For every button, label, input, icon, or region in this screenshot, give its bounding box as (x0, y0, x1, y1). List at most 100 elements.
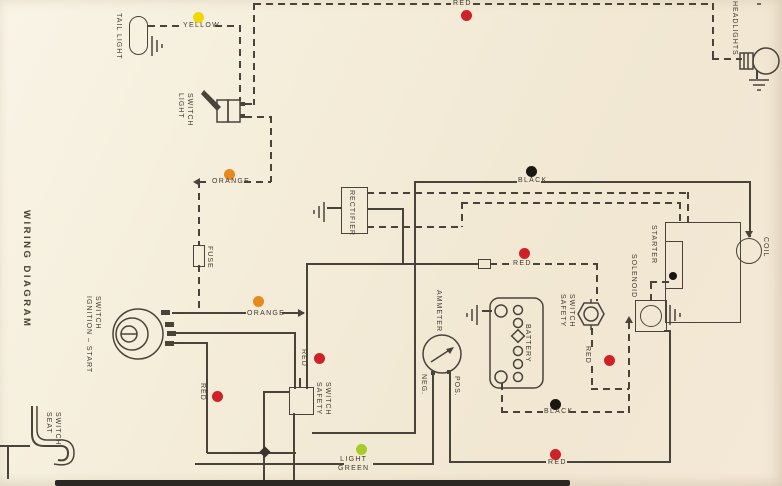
label-ammeter: AMMETER (435, 290, 442, 332)
wire-yellow-2 (215, 25, 240, 27)
wire-solenoid-starter-dash-h (650, 281, 672, 283)
label-solenoid: SOLENOID (630, 254, 637, 299)
headlight-symbol (739, 47, 780, 75)
wire-fuse-lower (198, 265, 200, 313)
coil-symbol (736, 238, 762, 264)
wire-ignition-red (172, 342, 208, 344)
wire-red-top-2 (473, 3, 714, 5)
wire-safety-right-drop-2 (591, 366, 593, 390)
wire-headlight-ground-link (756, 70, 758, 79)
wire-safety-left-link (263, 391, 290, 393)
rectifier-box (341, 187, 368, 234)
label-red-wire-left: RED (199, 383, 206, 401)
label-ignition-switch: IGNITION – START SWITCH (85, 296, 101, 374)
wire-coil-black-1 (415, 181, 517, 183)
ground-icon (466, 305, 478, 325)
label-neg: NEG. (420, 374, 427, 396)
wire-yellow-1 (148, 25, 183, 27)
wire-dash-upper-run (461, 202, 680, 204)
wire-battery-ground-link (482, 310, 492, 312)
wire-solenoid-link (664, 330, 670, 332)
wire-starter-dash-1 (687, 192, 689, 223)
label-fuse: FUSE (206, 246, 213, 269)
arrowhead-orange (298, 309, 305, 317)
label-yellow-wire: YELLOW (183, 22, 220, 29)
black-wire-dot (526, 166, 537, 177)
wire-ignition-orange-2 (282, 312, 304, 314)
wire-rectifier-ground-link (327, 207, 342, 209)
fuse-box (193, 245, 205, 267)
solenoid-box (635, 300, 667, 332)
solenoid-coil-circle (640, 305, 662, 327)
red-wire-dot (550, 449, 561, 460)
label-red-wire-bottom: RED (548, 459, 567, 466)
wire-ignition-mid-drop (294, 332, 296, 389)
wire-rectifier-bottom-dash (367, 226, 462, 228)
light-switch-symbol (201, 90, 245, 123)
wire-neg-drop (432, 374, 434, 464)
starter-terminal-dot (669, 272, 677, 280)
label-red-wire-center: RED (300, 349, 307, 367)
wire-black-riser (628, 322, 630, 413)
red-wire-dot (314, 353, 325, 364)
ground-icon (151, 36, 163, 56)
wire-coil-drop (749, 181, 751, 237)
ground-icon (313, 202, 325, 222)
yellow-wire-dot (193, 12, 204, 23)
wire-starter-dash-2 (679, 202, 681, 223)
label-light-switch: LIGHT SWITCH (177, 93, 193, 127)
wire-yellow-drop (239, 25, 241, 101)
wire-orange-upper-1 (244, 181, 271, 183)
label-safety-switch-lower: SAFETY SWITCH (315, 382, 331, 416)
orange-wire-dot (253, 296, 264, 307)
wire-main-vertical (414, 181, 416, 432)
wire-lightgreen-1 (195, 463, 344, 465)
wire-mid-horizontal (307, 263, 479, 265)
wire-center-drop (306, 263, 308, 389)
wire-red-left-drop (206, 342, 208, 453)
wire-red-top-1 (254, 3, 451, 5)
red-wire-dot (519, 248, 530, 259)
red-wire-dot (461, 10, 472, 21)
wire-red-top-riser (253, 3, 255, 105)
wire-red-mid-2 (533, 263, 597, 265)
wire-orange-riser (270, 116, 272, 182)
wire-orange-upper-2 (199, 181, 211, 183)
label-rectifier: RECTIFIER (348, 190, 355, 236)
label-starter: STARTER (650, 225, 657, 265)
safety-switch-right-symbol (577, 299, 605, 330)
ground-icon (669, 305, 681, 325)
wire-diamond-drop (263, 391, 265, 480)
label-black-wire-upper: BLACK (518, 177, 548, 184)
label-safety-switch-right: SAFETY SWITCH (559, 294, 575, 328)
black-wire-dot (550, 399, 561, 410)
label-seat-switch: SEAT SWITCH (45, 412, 61, 446)
wire-bottom-left-run (207, 452, 296, 454)
wire-fuse-upper (198, 181, 200, 245)
label-orange-wire-upper: ORANGE (212, 178, 251, 185)
light-green-wire-dot (356, 444, 367, 455)
page-title: WIRING DIAGRAM (21, 210, 32, 329)
wire-safety-lower-drop (293, 413, 295, 480)
wire-ignition-orange-1 (172, 312, 246, 314)
label-pos: POS. (453, 376, 460, 397)
label-light-green-wire: LIGHT GREEN (338, 456, 370, 472)
wire-dash-corner (461, 202, 463, 227)
starter-notch (665, 241, 683, 289)
ground-icon (757, 3, 761, 5)
wire-rectifier-top-dash (367, 192, 688, 194)
wire-headlight-link (712, 58, 742, 60)
wire-solenoid-drop (669, 330, 671, 463)
wire-ignition-mid (172, 332, 296, 334)
arrowhead-coil (745, 231, 753, 238)
label-coil: COIL (762, 237, 769, 258)
label-red-wire-right: RED (584, 346, 591, 364)
wire-red-mid-1 (490, 263, 511, 265)
wire-seat-switch-link (0, 445, 30, 447)
wire-safety-to-ammeter (312, 432, 416, 434)
seat-switch-symbol (31, 406, 75, 466)
wire-black-lower-1 (501, 411, 543, 413)
label-red-wire-mid: RED (513, 260, 532, 267)
battery-symbol (489, 297, 544, 389)
